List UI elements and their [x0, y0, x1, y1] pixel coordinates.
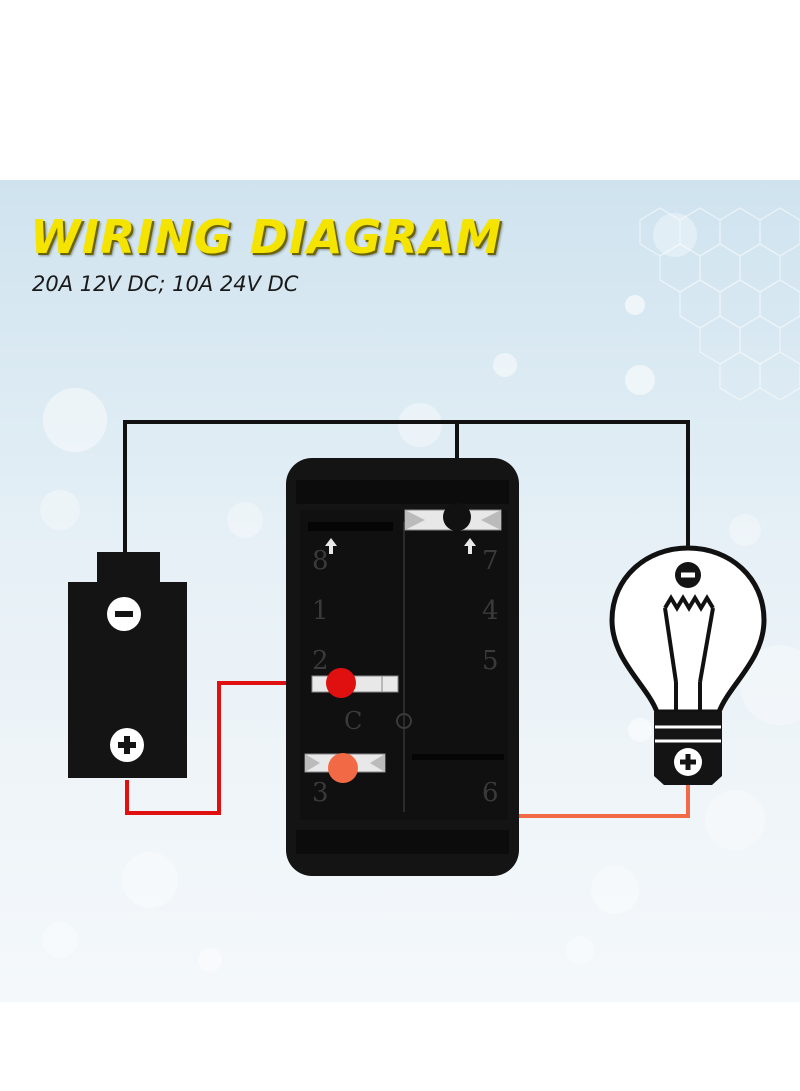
pin-label-4: 4: [482, 596, 499, 626]
plus-icon: [674, 748, 702, 776]
pin-label-1: 1: [312, 596, 329, 626]
rocker-switch: 8 7 1 4 2 5 C 3 6: [286, 458, 519, 876]
common-terminal-label: C: [344, 707, 362, 735]
pin-label-3: 3: [312, 778, 329, 808]
arrow-up-icon: [325, 538, 476, 554]
background-decoration: [40, 207, 800, 972]
connection-dot-2: [326, 668, 356, 698]
plus-icon: [110, 728, 144, 762]
connection-dot-7: [443, 503, 471, 531]
battery-icon: [68, 552, 187, 778]
pin-label-7: 7: [482, 546, 499, 576]
wiring-diagram: 8 7 1 4 2 5 C 3 6: [68, 420, 767, 876]
pin-label-2: 2: [312, 646, 329, 676]
minus-icon: [107, 597, 141, 631]
pin-label-6: 6: [482, 778, 499, 808]
pin-label-5: 5: [482, 646, 499, 676]
light-bulb-icon: [609, 545, 767, 785]
wiring-diagram-panel: WIRING DIAGRAM 20A 12V DC; 10A 24V DC: [0, 180, 800, 1002]
diagram-subtitle: 20A 12V DC; 10A 24V DC: [32, 272, 299, 296]
pin-label-8: 8: [312, 546, 329, 576]
red-wire: [125, 681, 335, 815]
indicator-hole: [396, 713, 412, 729]
minus-icon: [675, 562, 701, 588]
diagram-title: WIRING DIAGRAM: [30, 210, 503, 264]
connection-dot-3: [328, 753, 358, 783]
